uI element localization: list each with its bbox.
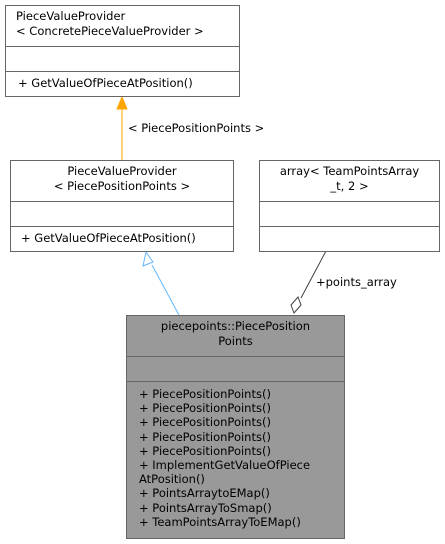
node-team-points-array[interactable]: array< TeamPointsArray _t, 2 > (259, 160, 440, 252)
template-edge-arrowhead (116, 95, 128, 110)
operation: + PiecePositionPoints() (139, 387, 271, 401)
attributes-section (127, 356, 344, 381)
operation: + PointsArraytoEMap() (139, 486, 270, 501)
class-name-line2: < PiecePositionPoints > (53, 179, 191, 193)
attributes-section (260, 201, 439, 226)
operation: AtPosition() (139, 472, 205, 487)
class-name-line1: array< TeamPointsArray (279, 164, 420, 178)
operations-section: + PiecePositionPoints() + PiecePositionP… (127, 381, 344, 529)
operations-section (260, 226, 439, 251)
operations-section: + GetValueOfPieceAtPosition() (6, 71, 239, 96)
attributes-section (6, 46, 239, 71)
class-name-line1: PieceValueProvider (67, 164, 177, 178)
inheritance-edge-arrowhead (142, 250, 154, 267)
operation: + GetValueOfPieceAtPosition() (21, 231, 196, 245)
operations-section: + GetValueOfPieceAtPosition() (11, 226, 233, 251)
operation: + PiecePositionPoints() (139, 401, 271, 416)
attributes-section (11, 201, 233, 226)
composition-edge (300, 250, 327, 299)
operation: + PiecePositionPoints() (139, 415, 271, 430)
class-name: PieceValueProvider < ConcretePieceValueP… (6, 6, 239, 46)
operation: + PointsArrayToSmap() (139, 500, 272, 515)
node-piece-value-provider-concrete[interactable]: PieceValueProvider < ConcretePieceValueP… (5, 5, 240, 97)
operation: + PiecePositionPoints() (139, 429, 271, 444)
class-name-line1: piecepoints::PiecePosition (160, 319, 311, 333)
inheritance-edge (151, 264, 180, 316)
template-edge-label: < PiecePositionPoints > (128, 121, 265, 135)
class-name-line2: < ConcretePieceValueProvider > (16, 24, 204, 38)
operation: + GetValueOfPieceAtPosition() (18, 76, 193, 90)
composition-edge-diamond (290, 296, 302, 314)
operation: + TeamPointsArrayToEMap() (139, 514, 301, 529)
class-name-line2: _t, 2 > (330, 179, 369, 193)
class-name: array< TeamPointsArray _t, 2 > (260, 161, 439, 201)
operation: + PiecePositionPoints() (139, 443, 271, 458)
member-edge-label: +points_array (316, 275, 397, 289)
class-name-line1: PieceValueProvider (16, 9, 126, 23)
class-name: PieceValueProvider < PiecePositionPoints… (11, 161, 233, 201)
node-piece-value-provider-instance[interactable]: PieceValueProvider < PiecePositionPoints… (10, 160, 234, 252)
class-name-line2: Points (218, 334, 253, 348)
node-piece-position-points[interactable]: piecepoints::PiecePosition Points + Piec… (126, 315, 345, 539)
class-name: piecepoints::PiecePosition Points (127, 316, 344, 356)
operation: + ImplementGetValueOfPiece (139, 458, 311, 473)
